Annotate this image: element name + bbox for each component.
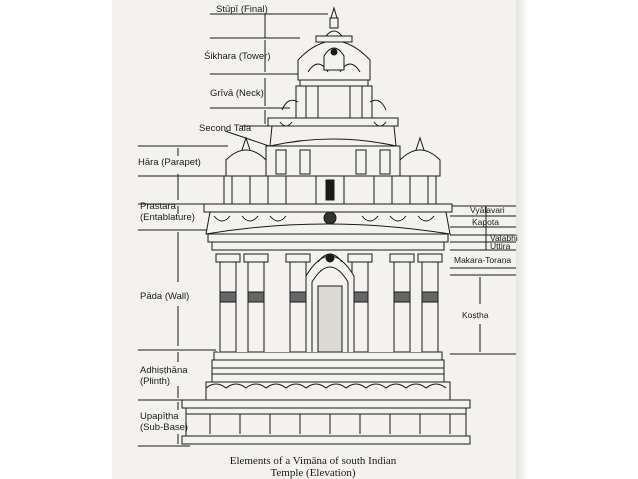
label-valabhi: Valabhi — [490, 233, 518, 243]
pada-wall-pillars — [215, 250, 443, 353]
page-edge-shadow — [516, 0, 528, 479]
caption-line-1: Elements of a Vimāna of south Indian — [229, 455, 397, 467]
label-prastara-sub: (Entablature) — [140, 212, 195, 223]
label-stupi: Stūpī (Final) — [216, 4, 268, 15]
adhisthana-plinth — [205, 351, 451, 401]
hara-parapet — [223, 136, 441, 205]
pilaster-6 — [417, 253, 443, 353]
stupi-finial — [324, 6, 344, 37]
label-second-tala: Second Tala — [199, 123, 252, 134]
label-adhisthana: Adhiṣṭhāna — [140, 365, 188, 376]
label-hara: Hāra (Parapet) — [138, 157, 201, 168]
prastara-entablature — [203, 203, 453, 251]
label-upapitha-sub: (Sub-Base) — [140, 422, 189, 433]
corner-kuta-left — [225, 136, 267, 177]
sikhara-tower — [297, 35, 371, 81]
pilaster-2 — [243, 253, 269, 353]
right-dimension-lines — [450, 205, 516, 355]
griva-neck — [281, 79, 387, 119]
label-pada: Pāda (Wall) — [140, 291, 190, 302]
label-vyalavari: Vyālavari — [470, 205, 505, 215]
caption-line-2: Temple (Elevation) — [270, 467, 356, 479]
label-kostha: Koṣṭha — [462, 310, 489, 320]
label-griva: Grīvā (Neck) — [210, 88, 264, 99]
label-sikhara: Śikhara (Tower) — [204, 51, 271, 62]
second-tala — [265, 117, 401, 177]
label-uttira: Uttira — [490, 241, 511, 251]
label-prastara: Prastara — [140, 201, 176, 212]
pilaster-5 — [389, 253, 415, 353]
label-kapota: Kapota — [472, 217, 499, 227]
corner-kuta-right — [399, 136, 441, 177]
pilaster-1 — [215, 253, 241, 353]
central-kostha-niche — [305, 253, 355, 353]
upapitha-sub-base — [181, 399, 471, 445]
figure-caption: Elements of a Vimāna of south Indian Tem… — [208, 455, 418, 479]
label-adhisthana-sub: (Plinth) — [140, 376, 171, 387]
label-upapitha: Upapīṭha — [140, 411, 179, 422]
label-makara-torana: Makara-Toraṇa — [454, 255, 512, 265]
